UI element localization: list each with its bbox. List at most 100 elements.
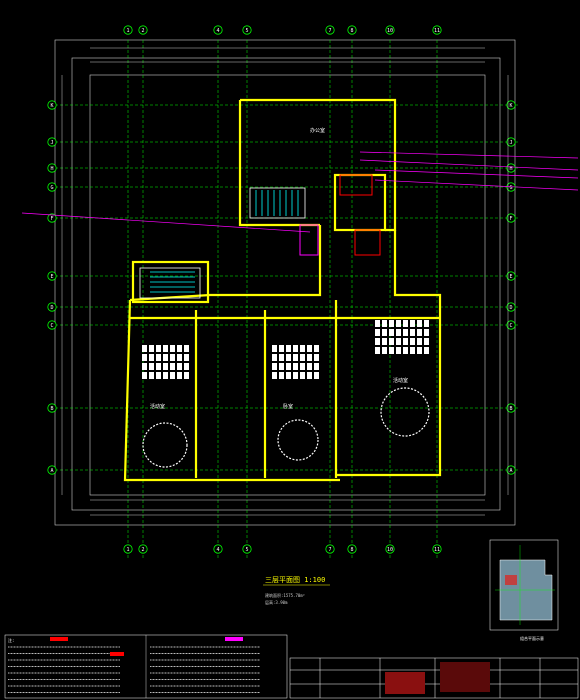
grid-bubble-left: J [47, 137, 57, 147]
bed [156, 363, 161, 370]
bed [382, 347, 387, 354]
bed [417, 320, 422, 327]
bed [314, 363, 319, 370]
grid-bubble-bottom: 4 [213, 544, 223, 554]
bed [389, 329, 394, 336]
grid-bubble-circle [347, 25, 357, 35]
grid-bubble-right: K [506, 100, 516, 110]
grid-bubble-left: F [47, 213, 57, 223]
bed [424, 329, 429, 336]
bed [177, 345, 182, 352]
grid-bubble-label: 5 [245, 28, 248, 34]
plan-title: 三层平面图 1:100 [265, 576, 325, 584]
bed [410, 347, 415, 354]
bed [410, 320, 415, 327]
grid-bubble-label: D [50, 305, 53, 311]
grid-bubble-label: 1 [126, 547, 129, 553]
title-block [289, 657, 579, 699]
grid-bubble-circle [506, 163, 516, 173]
bed [389, 320, 394, 327]
grid-bubble-circle [47, 271, 57, 281]
key-plan-label: 组合平面示意 [520, 635, 544, 641]
note-highlight [225, 637, 243, 641]
grid-bubble-right: J [506, 137, 516, 147]
grid-bubble-bottom: 2 [138, 544, 148, 554]
bed [307, 345, 312, 352]
grid-bubble-circle [385, 25, 395, 35]
bed [286, 363, 291, 370]
bed [307, 363, 312, 370]
grid-bubble-circle [506, 271, 516, 281]
grid-bubble-label: G [509, 185, 512, 191]
bed [375, 329, 380, 336]
grid-bubble-label: F [50, 216, 53, 222]
bed [149, 345, 154, 352]
bed [163, 354, 168, 361]
bed [300, 345, 305, 352]
grid-bubble-bottom: 11 [432, 544, 442, 554]
bed [417, 347, 422, 354]
grid-bubble-label: C [509, 323, 512, 329]
grid-bubble-circle [385, 544, 395, 554]
bed [184, 363, 189, 370]
bed [300, 354, 305, 361]
bed [170, 345, 175, 352]
bed [149, 354, 154, 361]
grid-bubble-circle [506, 100, 516, 110]
bed [163, 372, 168, 379]
grid-bubble-top: 1 [123, 25, 133, 35]
grid-bubble-circle [347, 544, 357, 554]
grid-bubble-right: E [506, 271, 516, 281]
grid-bubble-label: H [50, 166, 53, 172]
grid-bubble-label: 1 [126, 28, 129, 34]
bed [424, 320, 429, 327]
bed [279, 345, 284, 352]
plan-height-note: 层高:3.90m [265, 599, 288, 605]
grid-bubble-label: 4 [216, 547, 219, 553]
grid-bubble-label: 5 [245, 547, 248, 553]
grid-bubble-top: 7 [325, 25, 335, 35]
grid-bubble-top: 5 [242, 25, 252, 35]
bed [307, 354, 312, 361]
grid-bubble-circle [47, 465, 57, 475]
grid-bubble-label: A [509, 468, 512, 474]
grid-bubble-bottom: 1 [123, 544, 133, 554]
bed [142, 345, 147, 352]
bed [279, 354, 284, 361]
grid-bubble-top: 8 [347, 25, 357, 35]
bed [410, 329, 415, 336]
bed [396, 338, 401, 345]
grid-bubble-label: 4 [216, 28, 219, 34]
bed [293, 363, 298, 370]
grid-bubble-circle [506, 302, 516, 312]
bed [272, 363, 277, 370]
bed [375, 320, 380, 327]
bed [170, 363, 175, 370]
grid-bubble-label: G [50, 185, 53, 191]
room-label: 活动室 [150, 403, 165, 410]
grid-bubble-label: 7 [328, 547, 331, 553]
bed [149, 372, 154, 379]
grid-bubble-circle [213, 544, 223, 554]
grid-bubble-bottom: 8 [347, 544, 357, 554]
bed [403, 338, 408, 345]
grid-bubble-circle [47, 320, 57, 330]
grid-bubble-label: K [50, 103, 53, 109]
grid-bubble-label: 11 [434, 28, 440, 34]
grid-bubble-circle [138, 25, 148, 35]
grid-bubble-bottom: 7 [325, 544, 335, 554]
grid-axis-lines [50, 40, 520, 560]
grid-bubble-label: E [50, 274, 53, 280]
bed [375, 347, 380, 354]
grid-bubble-circle [47, 213, 57, 223]
bed [403, 347, 408, 354]
grid-bubble-top: 2 [138, 25, 148, 35]
grid-bubble-circle [47, 100, 57, 110]
note-highlight [110, 652, 124, 656]
bed-clusters [142, 320, 429, 379]
room-labels: 活动室 卧室 活动室 办公室 [150, 127, 408, 410]
grid-bubble-label: 11 [434, 547, 440, 553]
bed [163, 363, 168, 370]
bed [177, 372, 182, 379]
bed [184, 345, 189, 352]
